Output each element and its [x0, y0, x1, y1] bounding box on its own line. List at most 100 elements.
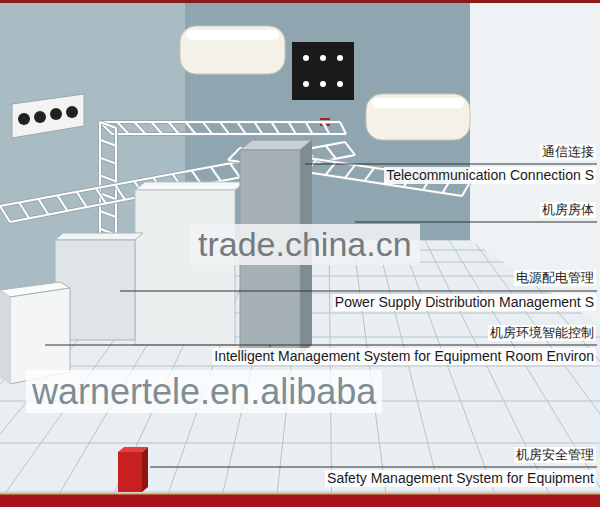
cable-ladder	[77, 192, 87, 207]
cable-ladder	[115, 185, 125, 200]
power-distribution-box	[55, 233, 143, 240]
cable-ladder	[100, 140, 116, 146]
cable-ladder	[77, 192, 87, 207]
fan-panel	[66, 106, 78, 118]
cable-ladder	[365, 168, 375, 181]
cable-ladder	[211, 167, 221, 181]
safety-box	[118, 447, 148, 492]
cable-ladder	[100, 175, 116, 181]
cable-ladder	[220, 122, 229, 134]
leader-line	[305, 164, 597, 165]
frame-strip	[0, 493, 600, 495]
cable-ladder	[100, 211, 116, 217]
cable-ladder	[237, 122, 246, 134]
lighting-panel	[337, 55, 343, 61]
cable-ladder	[323, 122, 329, 134]
cable-ladder	[38, 199, 48, 215]
cable-ladder	[340, 122, 346, 134]
cable-ladder	[134, 122, 145, 134]
floor-grid	[0, 492, 600, 493]
cable-ladder	[462, 182, 470, 196]
leader-line	[45, 345, 597, 346]
callout-label: Intelligent Management System for Equipm…	[212, 348, 596, 365]
cabinet	[135, 190, 235, 345]
frame-strip	[0, 0, 600, 3]
cable-ladder	[462, 182, 470, 196]
cable-ladder	[100, 158, 116, 164]
cable-ladder	[38, 199, 48, 215]
callout-label: Safety Management System for Equipment	[325, 470, 596, 487]
cable-ladder	[211, 167, 221, 181]
callout-label: 通信连接	[540, 144, 596, 160]
cable-ladder	[203, 122, 212, 134]
air-conditioner	[180, 26, 285, 74]
lighting-panel	[303, 81, 309, 87]
cable-ladder	[254, 122, 262, 134]
watermark: trade.china.cn	[190, 224, 420, 265]
cable-ladder	[289, 122, 296, 134]
cable-ladder	[203, 122, 212, 134]
callout-label: 机房房体	[540, 202, 596, 218]
cable-ladder	[169, 122, 179, 134]
callout-label: Telecommunication Connection S	[384, 167, 596, 184]
cable-ladder	[58, 195, 68, 211]
cable-ladder	[228, 148, 240, 160]
cable-ladder	[96, 188, 106, 203]
cable-ladder	[345, 165, 355, 178]
cable-ladder	[19, 202, 29, 218]
cable-ladder	[254, 122, 262, 134]
cable-ladder	[19, 202, 29, 218]
floor-grid	[377, 240, 441, 494]
cable-ladder	[365, 168, 375, 181]
floor-grid	[0, 240, 137, 494]
cable-ladder	[228, 148, 240, 160]
cable-ladder	[117, 122, 129, 134]
lighting-panel	[292, 42, 354, 100]
cable-ladder	[230, 163, 240, 177]
callout-label: 机房安全管理	[514, 447, 596, 463]
cable-ladder	[323, 122, 329, 134]
leader-line	[355, 222, 597, 223]
cable-ladder	[151, 122, 162, 134]
fan-panel	[50, 108, 62, 120]
cable-ladder	[0, 206, 10, 222]
air-conditioner	[186, 30, 279, 40]
cable-ladder	[186, 122, 196, 134]
floor-grid	[329, 240, 332, 494]
fan-panel	[12, 94, 84, 138]
cable-ladder	[58, 195, 68, 211]
cable-ladder	[134, 122, 145, 134]
lighting-panel	[320, 55, 326, 61]
callout-label: 电源配电管理	[514, 270, 596, 286]
cable-ladder	[340, 122, 346, 134]
floor-grid	[401, 240, 495, 494]
cable-ladder	[186, 122, 196, 134]
leader-line	[120, 291, 597, 292]
callout-label: 机房环境智能控制	[488, 325, 596, 341]
safety-box	[118, 452, 142, 492]
cabinet	[135, 182, 245, 190]
cable-ladder	[326, 146, 336, 159]
cable-ladder	[0, 206, 10, 222]
cable-ladder	[100, 122, 116, 128]
cable-ladder	[345, 142, 355, 155]
leader-line	[150, 467, 597, 468]
safety-box	[118, 447, 148, 452]
fan-panel	[18, 113, 30, 125]
cable-ladder	[117, 122, 129, 134]
floor-grid	[449, 240, 600, 494]
floor-grid	[353, 240, 386, 494]
watermark: warnertele.en.alibaba	[26, 370, 382, 413]
cable-ladder	[271, 122, 279, 134]
cable-ladder	[100, 211, 116, 217]
cable-ladder	[237, 122, 246, 134]
cable-ladder	[96, 188, 106, 203]
floor-grid	[497, 240, 600, 494]
environment-controller	[0, 282, 70, 384]
air-conditioner	[372, 98, 464, 108]
cable-ladder	[345, 165, 355, 178]
cable-ladder	[230, 163, 240, 177]
cable-ladder	[306, 122, 313, 134]
